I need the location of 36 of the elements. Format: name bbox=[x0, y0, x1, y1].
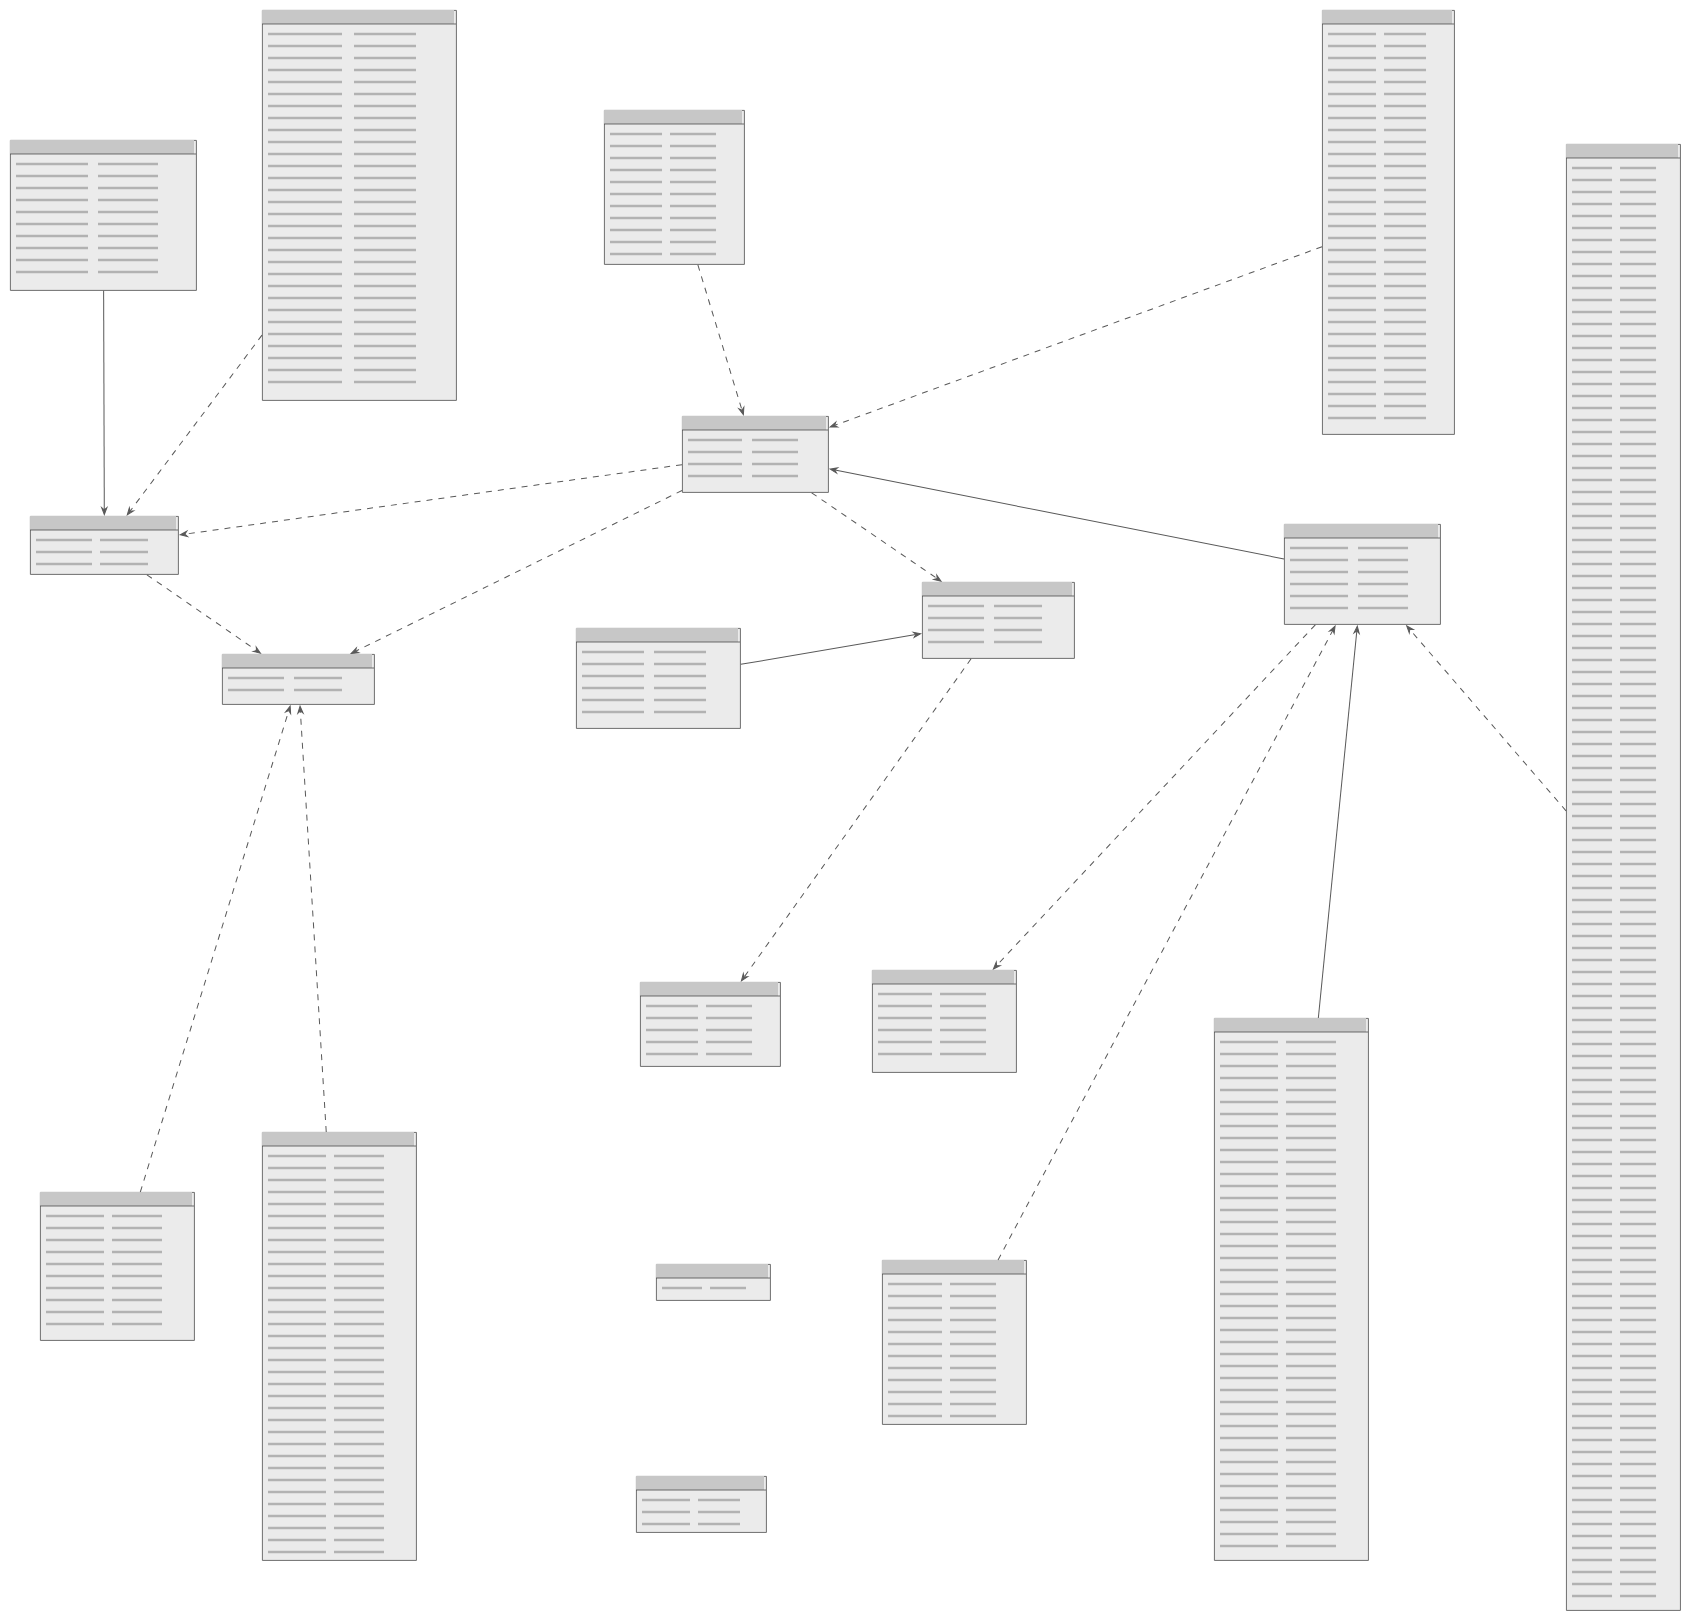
table-box bbox=[639, 982, 781, 1067]
arrow bbox=[1317, 625, 1360, 1019]
arrow bbox=[297, 705, 327, 1133]
table-box bbox=[221, 654, 375, 705]
arrow bbox=[740, 658, 972, 982]
arrow bbox=[179, 464, 683, 537]
table-box bbox=[871, 970, 1017, 1073]
arrow bbox=[697, 264, 745, 416]
table-box bbox=[881, 1260, 1027, 1425]
arrow bbox=[740, 631, 922, 665]
arrow bbox=[146, 574, 261, 654]
table-box bbox=[635, 1476, 767, 1533]
table-box bbox=[39, 1192, 195, 1341]
table-box bbox=[261, 10, 457, 401]
arrow bbox=[829, 467, 1285, 560]
arrow bbox=[139, 705, 292, 1193]
table-box bbox=[655, 1264, 771, 1301]
table-box bbox=[29, 516, 179, 575]
table-box bbox=[1283, 524, 1441, 625]
table-box bbox=[1213, 1018, 1369, 1561]
table-box bbox=[1565, 144, 1681, 1611]
table-box bbox=[261, 1132, 417, 1561]
arrow bbox=[992, 624, 1316, 970]
arrow bbox=[126, 334, 263, 516]
arrow bbox=[101, 290, 108, 516]
table-box bbox=[921, 582, 1075, 659]
arrow bbox=[997, 625, 1336, 1261]
table-box bbox=[603, 110, 745, 265]
arrow bbox=[350, 490, 683, 654]
table-box bbox=[1321, 10, 1455, 435]
table-box bbox=[681, 416, 829, 493]
table-box bbox=[575, 628, 741, 729]
arrow bbox=[811, 492, 942, 582]
table-box bbox=[9, 140, 197, 291]
arrow bbox=[1406, 625, 1567, 812]
arrow bbox=[829, 246, 1323, 428]
